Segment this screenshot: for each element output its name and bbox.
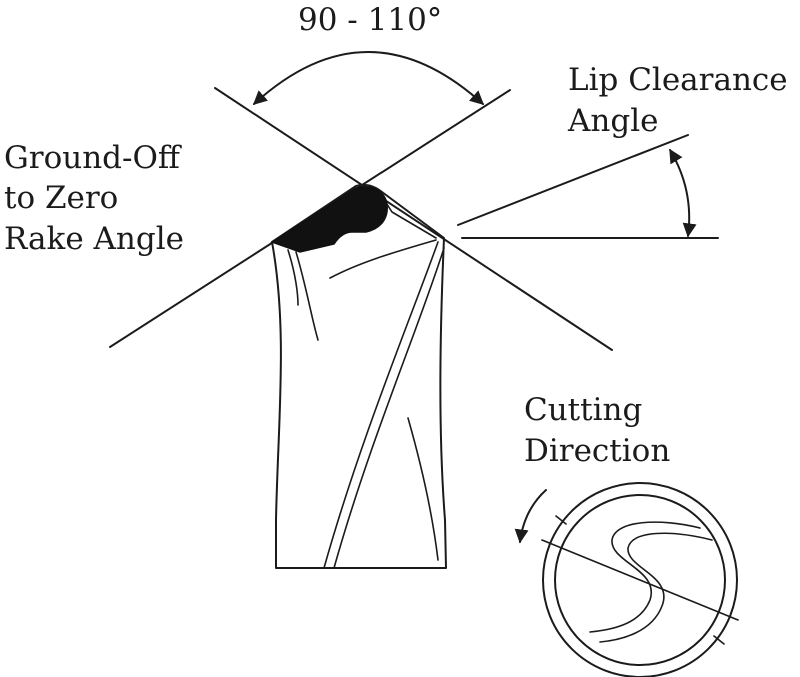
ground-off-label-line-1: Ground-Off bbox=[4, 140, 182, 176]
ground-off-label-line-2: to Zero bbox=[4, 180, 118, 216]
outer-circle bbox=[542, 482, 738, 677]
cutting-direction-label-line-2: Direction bbox=[524, 433, 670, 469]
s-flute-upper bbox=[589, 521, 701, 633]
flute-spiral-outer bbox=[333, 247, 445, 569]
s-flute-lower bbox=[599, 532, 713, 643]
margin-notch-bottom bbox=[713, 635, 725, 645]
lip-clearance-lines bbox=[457, 134, 719, 239]
lip-clearance-label-line-2: Angle bbox=[567, 103, 658, 139]
inner-circle bbox=[554, 494, 726, 666]
ground-off-area bbox=[270, 186, 388, 253]
flute-spiral-inner bbox=[323, 241, 439, 569]
left-margin-edge bbox=[287, 249, 299, 306]
lip-clearance-label-line-1: Lip Clearance bbox=[568, 62, 788, 98]
section-line bbox=[541, 539, 739, 621]
left-flute-edge bbox=[295, 251, 319, 341]
lower-flute-edge bbox=[407, 417, 439, 561]
cutting-edge-curve bbox=[329, 239, 437, 279]
point-angle-label: 90 - 110° bbox=[298, 2, 442, 38]
clearance-line bbox=[457, 134, 689, 226]
drill-outline bbox=[271, 183, 447, 569]
margin-notch-top bbox=[555, 515, 567, 525]
point-angle-arc bbox=[252, 51, 485, 105]
cross-section-view bbox=[541, 482, 739, 677]
lip-clearance-arc bbox=[669, 148, 697, 238]
cutting-direction-label-line-1: Cutting bbox=[524, 392, 642, 428]
ground-off-label-line-3: Rake Angle bbox=[4, 221, 184, 257]
cutting-direction-arrow bbox=[514, 489, 547, 544]
left-cutting-edge-line bbox=[214, 87, 613, 351]
